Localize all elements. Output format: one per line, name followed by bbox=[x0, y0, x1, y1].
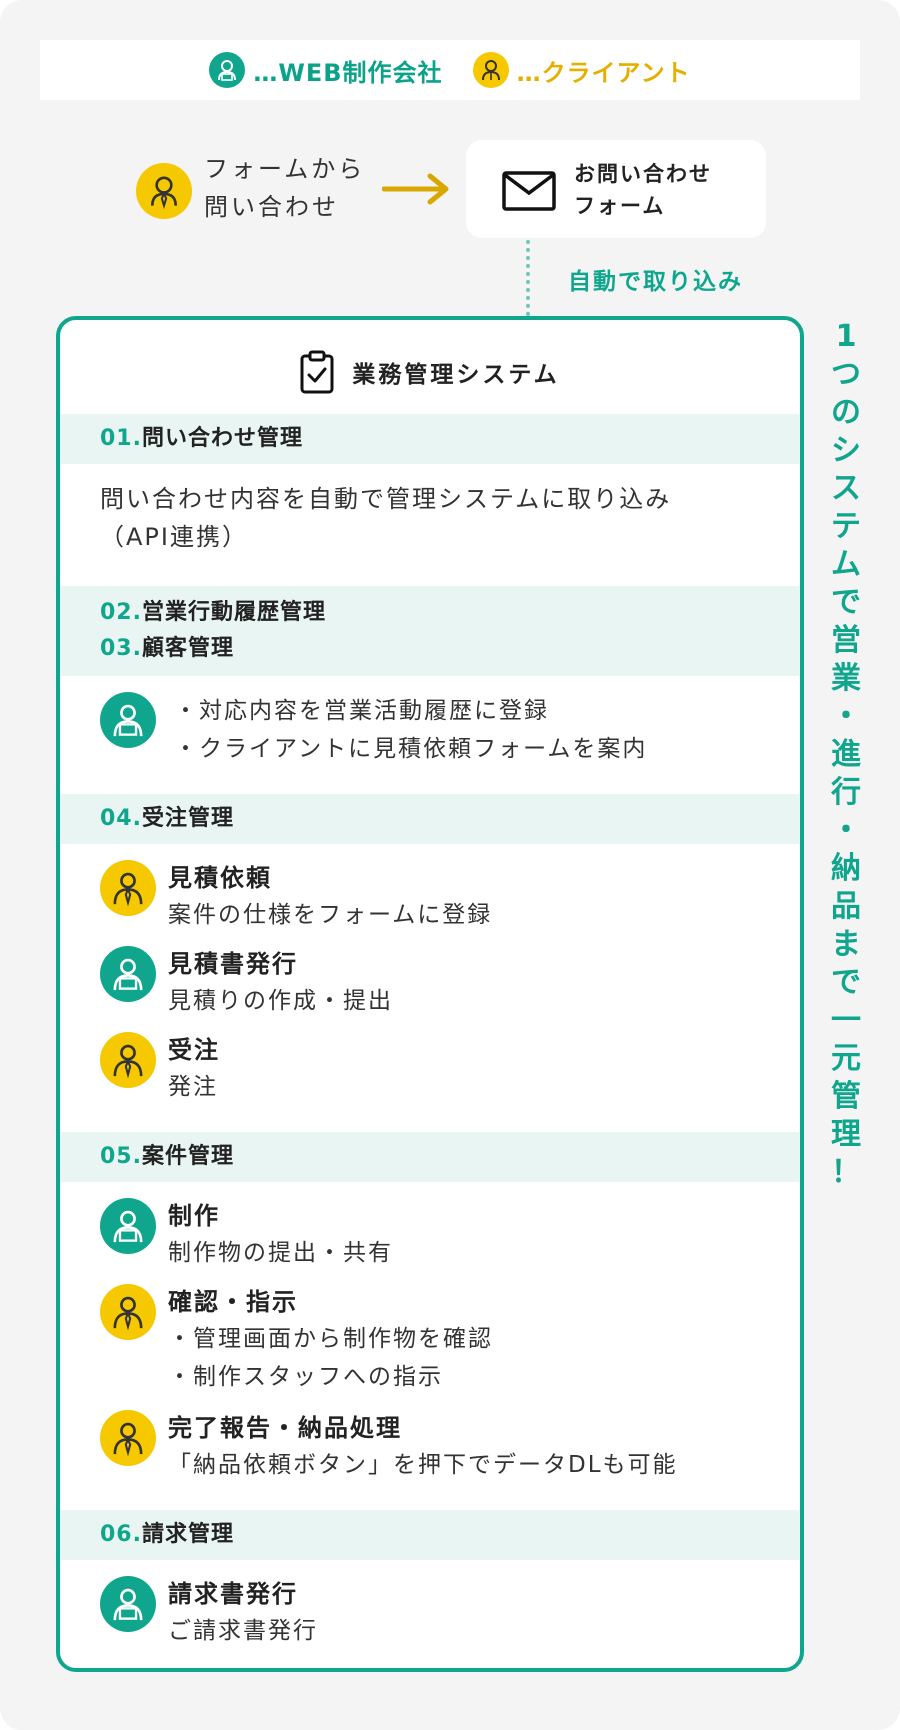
system-title-text: 業務管理システム bbox=[352, 362, 560, 388]
step-title: 確認・指示 bbox=[168, 1288, 298, 1316]
step-body: 案件の仕様をフォームに登録 bbox=[168, 902, 493, 928]
section-06-number: 06. bbox=[100, 1522, 142, 1547]
dotted-connector bbox=[526, 240, 530, 316]
step-body: ご請求書発行 bbox=[168, 1618, 318, 1644]
client-person-icon bbox=[136, 163, 192, 219]
section-01-header: 01.問い合わせ管理 bbox=[60, 414, 800, 464]
client-person-icon bbox=[472, 52, 509, 88]
step-title: 見積依頼 bbox=[168, 864, 272, 892]
clipboard-check-icon bbox=[300, 350, 334, 394]
section-04-title: 受注管理 bbox=[141, 806, 234, 831]
step-title: 請求書発行 bbox=[168, 1580, 298, 1608]
section-02-items: ・対応内容を営業活動履歴に登録 ・クライアントに見積依頼フォームを案内 bbox=[168, 692, 647, 768]
legend-client-item: …クライアント bbox=[472, 52, 691, 88]
web-company-person-icon bbox=[100, 946, 156, 1002]
step-title: 見積書発行 bbox=[168, 950, 298, 978]
section-04-number: 04. bbox=[100, 806, 142, 831]
section-01-description: 問い合わせ内容を自動で管理システムに取り込み （API連携） bbox=[100, 480, 671, 556]
step-body: ・管理画面から制作物を確認 bbox=[168, 1326, 493, 1352]
section-02-03-header: 02.営業行動履歴管理 03.顧客管理 bbox=[60, 586, 800, 676]
section-05-title: 案件管理 bbox=[141, 1144, 234, 1169]
step-title: 制作 bbox=[168, 1202, 220, 1230]
section-02-number: 02. bbox=[100, 600, 142, 625]
web-company-person-icon bbox=[100, 1198, 156, 1254]
business-system-box: 業務管理システム 01.問い合わせ管理 問い合わせ内容を自動で管理システムに取り… bbox=[56, 316, 804, 1672]
section-04-step-1: 見積依頼 案件の仕様をフォームに登録 bbox=[100, 860, 492, 934]
mail-icon bbox=[502, 171, 556, 211]
section-04-step-2: 見積書発行 見積りの作成・提出 bbox=[100, 946, 393, 1020]
section-02-item-1: ・対応内容を営業活動履歴に登録 bbox=[174, 698, 549, 724]
section-01-number: 01. bbox=[100, 426, 142, 451]
client-person-icon bbox=[100, 1410, 156, 1466]
step-body: 発注 bbox=[168, 1074, 218, 1100]
step-body: 制作物の提出・共有 bbox=[168, 1240, 393, 1266]
step-body: 「納品依頼ボタン」を押下でデータDLも可能 bbox=[168, 1452, 678, 1478]
section-01-desc-line-2: （API連携） bbox=[100, 523, 248, 551]
client-inquiry-line-2: 問い合わせ bbox=[204, 193, 339, 221]
section-02-item-2: ・クライアントに見積依頼フォームを案内 bbox=[174, 736, 648, 762]
section-06-step-1: 請求書発行 ご請求書発行 bbox=[100, 1576, 318, 1650]
section-01-desc-line-1: 問い合わせ内容を自動で管理システムに取り込み bbox=[100, 485, 672, 513]
client-person-icon bbox=[100, 860, 156, 916]
section-03-number: 03. bbox=[100, 636, 142, 661]
client-inquiry-line-1: フォームから bbox=[204, 155, 366, 183]
legend-client-label: …クライアント bbox=[516, 58, 691, 87]
section-06-title: 請求管理 bbox=[141, 1522, 234, 1547]
legend-web-item: …WEB制作会社 bbox=[209, 52, 442, 88]
section-05-header: 05.案件管理 bbox=[60, 1132, 800, 1182]
section-06-header: 06.請求管理 bbox=[60, 1510, 800, 1560]
web-company-person-icon bbox=[209, 52, 246, 88]
form-title: お問い合わせ フォーム bbox=[574, 158, 712, 222]
system-title: 業務管理システム bbox=[60, 350, 800, 394]
section-03-title: 顧客管理 bbox=[141, 636, 234, 661]
section-04-header: 04.受注管理 bbox=[60, 794, 800, 844]
arrow-right-icon bbox=[382, 173, 449, 205]
inquiry-form-box: お問い合わせ フォーム bbox=[466, 140, 766, 238]
step-body: ・制作スタッフへの指示 bbox=[168, 1364, 443, 1390]
client-person-icon bbox=[100, 1032, 156, 1088]
auto-import-label: 自動で取り込み bbox=[568, 269, 743, 295]
step-title: 完了報告・納品処理 bbox=[168, 1414, 402, 1442]
step-title: 受注 bbox=[168, 1036, 220, 1064]
section-05-step-2: 確認・指示 ・管理画面から制作物を確認 ・制作スタッフへの指示 bbox=[100, 1284, 493, 1396]
web-company-person-icon bbox=[100, 1576, 156, 1632]
legend: …WEB制作会社 …クライアント bbox=[40, 40, 860, 100]
step-body: 見積りの作成・提出 bbox=[168, 988, 393, 1014]
section-02-step: ・対応内容を営業活動履歴に登録 ・クライアントに見積依頼フォームを案内 bbox=[100, 692, 647, 768]
section-04-step-3: 受注 発注 bbox=[100, 1032, 220, 1106]
client-person-icon bbox=[100, 1284, 156, 1340]
client-inquiry-text: フォームから 問い合わせ bbox=[204, 150, 365, 226]
section-02-title: 営業行動履歴管理 bbox=[141, 600, 326, 625]
section-05-step-1: 制作 制作物の提出・共有 bbox=[100, 1198, 393, 1272]
section-05-number: 05. bbox=[100, 1144, 142, 1169]
web-company-person-icon bbox=[100, 692, 156, 748]
form-title-line-1: お問い合わせ bbox=[574, 162, 712, 186]
form-title-line-2: フォーム bbox=[574, 194, 666, 218]
section-05-step-3: 完了報告・納品処理 「納品依頼ボタン」を押下でデータDLも可能 bbox=[100, 1410, 678, 1484]
legend-web-label: …WEB制作会社 bbox=[253, 58, 443, 87]
section-01-title: 問い合わせ管理 bbox=[141, 426, 303, 451]
